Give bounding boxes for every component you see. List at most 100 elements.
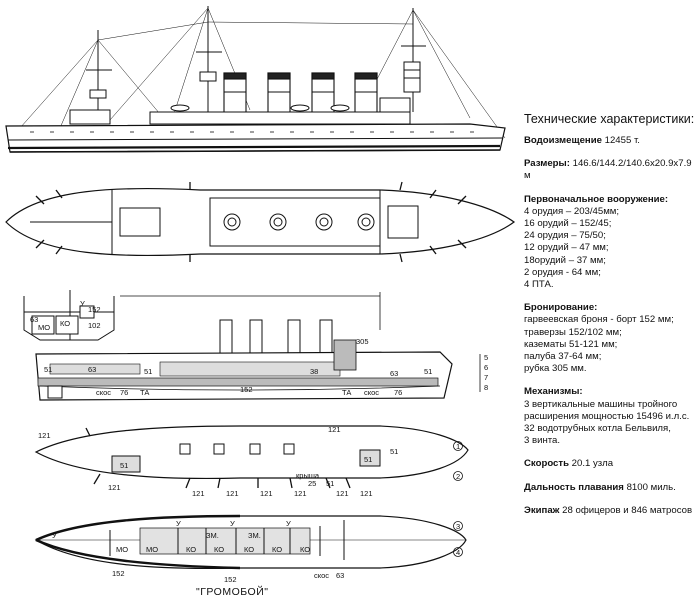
spec-line: 3 вертикальные машины тройного xyxy=(524,398,678,410)
spec-value: 146.6/144.2/140.6х20.9х7.9 м xyxy=(524,158,692,182)
deck-plan-top xyxy=(5,181,516,263)
ship-drawings: 152 63 МО КО У 102 305 51 63 51 38 152 6… xyxy=(5,6,516,598)
profile-label: 38 xyxy=(310,367,318,376)
spec-line: 3 винта. xyxy=(524,435,561,447)
profile-label: 51 xyxy=(424,367,432,376)
spec-displacement: Водоизмещение 12455 т. xyxy=(524,135,698,147)
deck-label: 121 xyxy=(360,489,373,498)
deck-label: 121 xyxy=(336,489,349,498)
profile-label: ТА xyxy=(342,388,351,397)
deck-label: 121 xyxy=(328,425,341,434)
deck-label: 121 xyxy=(294,489,307,498)
deck-label: 121 xyxy=(260,489,273,498)
deck-label: 121 xyxy=(192,489,205,498)
circle-number: 7 xyxy=(484,373,488,382)
spec-line: 4 орудия – 203/45мм; xyxy=(524,205,620,217)
circle-markers xyxy=(453,354,481,557)
spec-range: Дальность плавания 8100 миль. xyxy=(524,482,698,494)
deck-label: 51 xyxy=(390,447,398,456)
spec-label: Механизмы: xyxy=(524,386,583,398)
deck-label: 51 xyxy=(364,455,372,464)
plan-label: 63 xyxy=(336,571,344,580)
plan-label: У xyxy=(286,519,291,528)
circle-number: 3 xyxy=(456,522,460,531)
deck-label: 121 xyxy=(38,431,51,440)
plan-label: МО xyxy=(116,545,128,554)
spec-line: 18орудий – 37 мм; xyxy=(524,254,606,266)
spec-label: Дальность плавания xyxy=(524,481,624,493)
profile-label: 63 xyxy=(88,365,96,374)
profile-label: скос xyxy=(96,388,111,397)
deck-label: 121 xyxy=(226,489,239,498)
spec-line: казематы 51-121 мм; xyxy=(524,338,618,350)
section-label: 152 xyxy=(88,305,101,314)
plan-label: скос xyxy=(314,571,329,580)
section-label: МО xyxy=(38,323,50,332)
deck-label: 51 xyxy=(120,461,128,470)
plan-label: КО xyxy=(272,545,282,554)
profile-label: 63 xyxy=(390,369,398,378)
deck-label: 25 xyxy=(308,479,316,488)
spec-label: Бронирование: xyxy=(524,302,598,314)
spec-value: 28 офицеров и 846 матросов xyxy=(562,504,693,516)
spec-line: 4 ПТА. xyxy=(524,279,554,291)
spec-armor: Бронирование: гарвеевская броня - борт 1… xyxy=(524,302,698,375)
plan-label: КО xyxy=(186,545,196,554)
plan-label: У xyxy=(52,531,57,540)
spec-line: 24 орудия – 75/50; xyxy=(524,230,606,242)
specs-title: Технические характеристики: xyxy=(524,112,695,126)
ship-name: "ГРОМОБОЙ" xyxy=(196,585,268,598)
plan-label: МО xyxy=(146,545,158,554)
circle-number: 6 xyxy=(484,363,488,372)
section-label: КО xyxy=(60,319,70,328)
spec-line: 32 водотрубных котла Бельвиля, xyxy=(524,423,671,435)
spec-value: 20.1 узла xyxy=(571,458,614,470)
deck-label: 121 xyxy=(108,483,121,492)
spec-label: Размеры: xyxy=(524,158,570,170)
spec-line: палуба 37-64 мм; xyxy=(524,351,602,363)
plan-label: У xyxy=(176,519,181,528)
profile-label: 76 xyxy=(120,388,128,397)
circle-number: 2 xyxy=(456,472,460,481)
spec-label: Водоизмещение xyxy=(524,135,602,146)
spec-line: 16 орудий – 152/45; xyxy=(524,218,612,230)
spec-speed: Скорость 20.1 узла xyxy=(524,458,698,470)
spec-label: Экипаж xyxy=(524,504,560,516)
spec-value: 8100 миль. xyxy=(626,481,676,493)
spec-machinery: Механизмы: 3 вертикальные машины тройног… xyxy=(524,386,698,447)
plan-label: У xyxy=(230,519,235,528)
profile-label: 305 xyxy=(356,337,369,346)
spec-label: Скорость xyxy=(524,458,569,470)
spec-line: 2 орудия - 64 мм; xyxy=(524,266,601,278)
spec-line: гарвеевская броня - борт 152 мм; xyxy=(524,314,674,326)
profile-label: 152 xyxy=(240,385,253,394)
plan-label: 152 xyxy=(224,575,237,584)
spec-line: 12 орудий – 47 мм; xyxy=(524,242,609,254)
circle-number: 5 xyxy=(484,353,488,362)
plan-label: КО xyxy=(214,545,224,554)
spec-crew: Экипаж 28 офицеров и 846 матросов xyxy=(524,505,698,517)
profile-label: 51 xyxy=(144,367,152,376)
deck-label: крыша xyxy=(296,471,320,480)
armor-profile xyxy=(35,292,453,401)
specs-panel: Технические характеристики: Водоизмещени… xyxy=(524,112,698,528)
spec-armament: Первоначальное вооружение: 4 орудия – 20… xyxy=(524,194,698,292)
section-label: У xyxy=(80,299,85,308)
circle-number: 4 xyxy=(456,548,460,557)
plan-label: ЗМ. xyxy=(248,531,261,540)
spec-label: Первоначальное вооружение: xyxy=(524,193,669,205)
spec-dimensions: Размеры: 146.6/144.2/140.6х20.9х7.9 м xyxy=(524,158,698,182)
spec-line: расширения мощностью 15496 и.л.с. xyxy=(524,410,690,422)
circle-number: 8 xyxy=(484,383,488,392)
profile-label: скос xyxy=(364,388,379,397)
deck-label: 51 xyxy=(326,479,334,488)
spec-line: траверзы 152/102 мм; xyxy=(524,326,622,338)
deck-plan-middle xyxy=(34,425,469,489)
spec-value: 12455 т. xyxy=(604,135,640,146)
plan-label: КО xyxy=(300,545,310,554)
cross-section xyxy=(23,290,115,341)
plan-label: ЗМ. xyxy=(206,531,219,540)
profile-label: ТА xyxy=(140,388,149,397)
circle-number: 1 xyxy=(456,442,460,451)
side-elevation xyxy=(5,6,506,153)
